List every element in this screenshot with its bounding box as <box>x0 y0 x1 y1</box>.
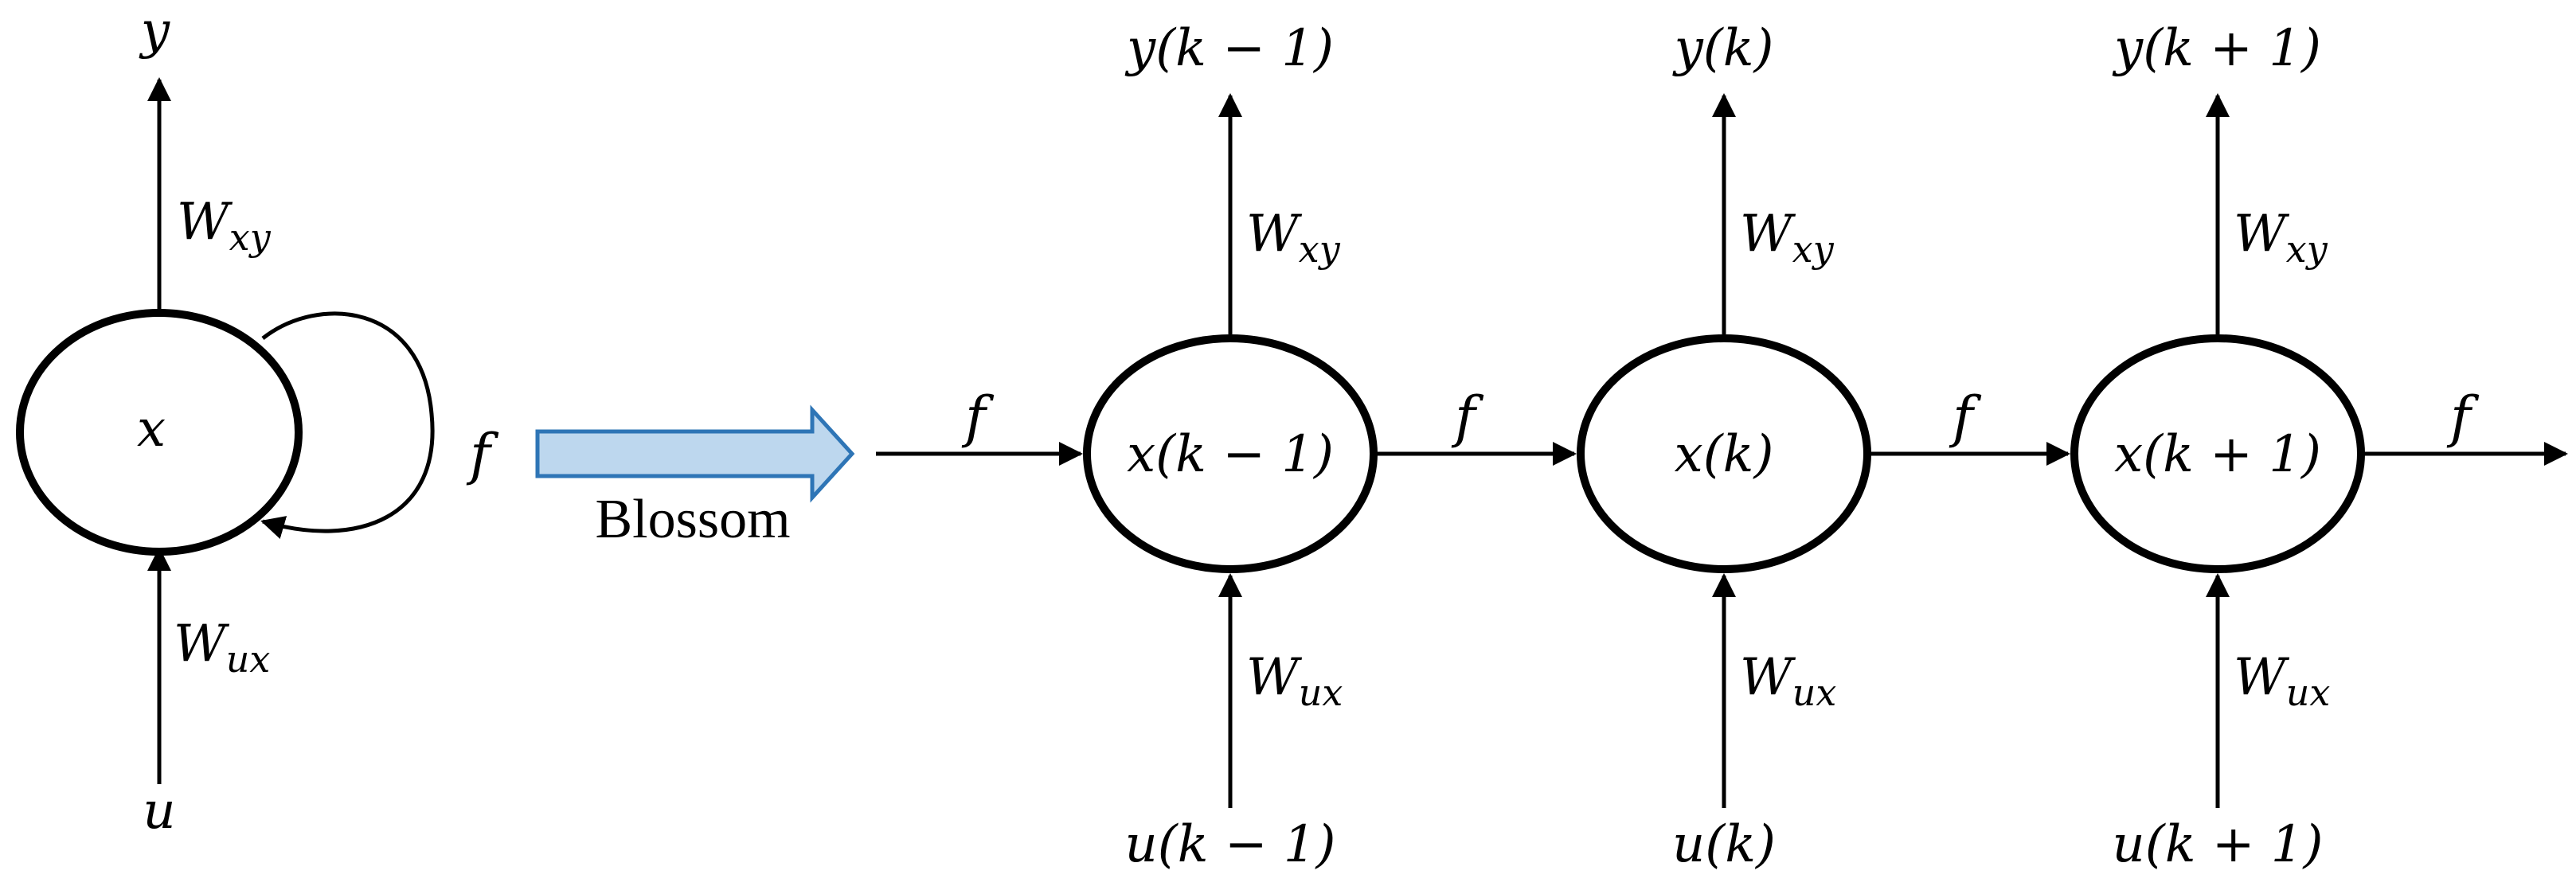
chain-recurrence-label-4: f <box>2446 385 2480 450</box>
output-label-1: y(k − 1) <box>1124 19 1334 78</box>
state-node-3 <box>2070 334 2365 573</box>
folded-state-label: x <box>137 400 166 459</box>
input-label-1: u(k − 1) <box>1125 815 1336 874</box>
output-weight-label-1: Wxy <box>1246 205 1341 271</box>
folded-output-weight-label: Wxy <box>177 193 272 259</box>
folded-state-node <box>16 309 303 556</box>
input-weight-label-2: Wux <box>1740 648 1836 714</box>
folded-self-loop-arrow <box>260 311 435 539</box>
output-weight-label-2: Wxy <box>1740 205 1835 271</box>
state-node-1 <box>1083 334 1378 573</box>
folded-recurrence-label: f <box>466 422 499 487</box>
blossom-arrow <box>535 404 855 503</box>
input-weight-label-1: Wux <box>1246 648 1343 714</box>
output-label-2: y(k) <box>1672 19 1774 78</box>
state-node-2 <box>1577 334 1871 573</box>
state-label-3: x(k + 1) <box>2114 425 2321 484</box>
state-label-1: x(k − 1) <box>1127 425 1334 484</box>
input-weight-label-3: Wux <box>2234 648 2330 714</box>
folded-input-label: u <box>143 782 175 841</box>
input-label-2: u(k) <box>1672 815 1776 874</box>
output-weight-label-3: Wxy <box>2234 205 2328 271</box>
chain-recurrence-label-2: f <box>1451 385 1484 450</box>
chain-recurrence-label-1: f <box>961 385 995 450</box>
chain-recurrence-label-3: f <box>1949 385 1982 450</box>
blossom-label: Blossom <box>595 489 790 550</box>
state-label-2: x(k) <box>1675 425 1774 484</box>
output-label-3: y(k + 1) <box>2112 19 2321 78</box>
folded-input-weight-label: Wux <box>174 615 270 681</box>
folded-rnn: x y u Wxy Wux f <box>16 2 499 841</box>
blossom-transform: Blossom <box>535 404 855 550</box>
input-label-3: u(k + 1) <box>2113 815 2324 874</box>
folded-output-label: y <box>139 2 170 61</box>
